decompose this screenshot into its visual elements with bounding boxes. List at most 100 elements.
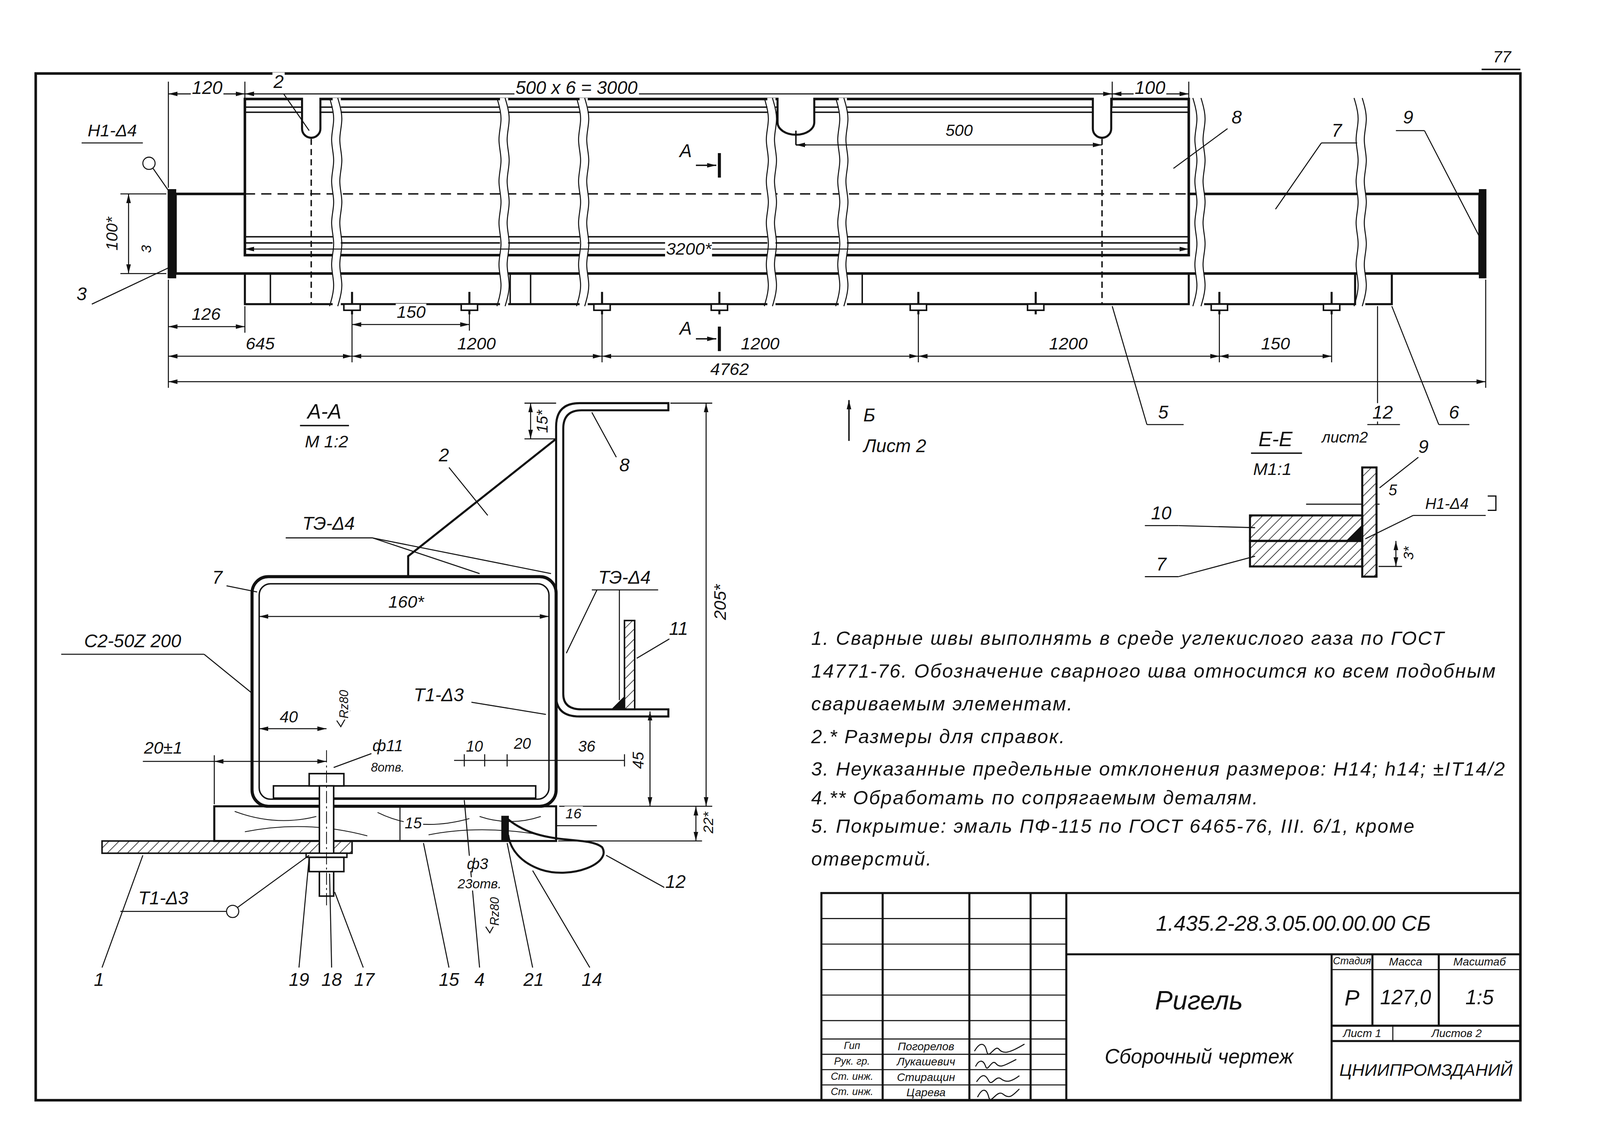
- title-block-cell: ЦНИИПРОМЗДАНИЙ: [1331, 1040, 1521, 1100]
- dimension-lines: [917, 312, 919, 363]
- section-leaders: [636, 638, 670, 659]
- section-dimensions: [142, 760, 215, 762]
- drawing-label: 205*: [711, 583, 730, 621]
- dimension-lines: [120, 81, 1486, 388]
- sheet-frame: [1481, 68, 1521, 71]
- note-text: 3. Неуказанные предельные отклонения раз…: [811, 753, 1507, 786]
- leader-lines: [1112, 306, 1148, 425]
- dimension-lines: [352, 355, 602, 357]
- section-a-a: [259, 583, 549, 800]
- section-e-e: [1144, 575, 1179, 578]
- note-text: 5. Покрытие: эмаль ПФ-115 по ГОСТ 6465-7…: [811, 810, 1516, 876]
- beam-elevation: [245, 235, 1189, 238]
- drawing-label: Б: [862, 406, 877, 425]
- section-a-a: [214, 806, 556, 841]
- title-block: [821, 917, 1067, 919]
- drawing-label: лист2: [1321, 428, 1369, 445]
- title-block: [821, 892, 1521, 1100]
- drawing-label: 9: [1402, 108, 1415, 127]
- drawing-label: 77: [1492, 49, 1513, 66]
- cell-text: Р: [1344, 985, 1360, 1010]
- bolt-symbol: [593, 304, 611, 311]
- section-leaders: [101, 854, 143, 968]
- drawing-label: 645: [244, 335, 276, 353]
- section-leaders: [61, 412, 670, 968]
- drawing-label: 3*: [1400, 545, 1416, 561]
- drawing-label: 17: [352, 970, 376, 989]
- drawing-label: Н1-Δ4: [1424, 495, 1470, 511]
- drawing-label: 22*: [701, 810, 716, 835]
- section-dimensions: [142, 402, 713, 841]
- bolt-symbol: [1323, 291, 1340, 315]
- drawing: [35, 69, 1521, 1100]
- section-e-e: [1379, 457, 1419, 489]
- leader-lines: [1391, 306, 1439, 425]
- dimension-lines: [244, 306, 246, 333]
- title-block: [1330, 954, 1333, 1100]
- dimension-lines: [1111, 81, 1113, 106]
- title-block-cell: 1:5: [1438, 969, 1521, 1026]
- title-block-cell: Стадия: [1331, 954, 1373, 970]
- section-dimensions: [259, 727, 327, 730]
- title-block-cell: Масса: [1372, 954, 1439, 970]
- drawing-label: 3: [138, 243, 154, 254]
- section-leaders: [591, 589, 659, 591]
- leader-lines: [1438, 424, 1470, 426]
- title-block: [821, 1068, 1067, 1070]
- leader-lines: [1321, 142, 1357, 144]
- beam-elevation: [1092, 97, 1112, 138]
- section-e-e: [1376, 503, 1380, 505]
- beam-elevation: [168, 95, 1486, 315]
- title-block-cell: Ст. инж.: [821, 1084, 883, 1100]
- section-dimensions: [555, 754, 557, 767]
- section-leaders: [61, 653, 204, 655]
- section-dimensions: [333, 753, 373, 768]
- beam-elevation: [245, 193, 1189, 195]
- section-markers: [300, 424, 350, 427]
- section-leaders: [591, 412, 617, 457]
- leader-lines: [1275, 142, 1322, 210]
- beam-elevation: [1101, 138, 1103, 305]
- section-leaders: [507, 842, 533, 968]
- section-dimensions: [649, 711, 651, 806]
- drawing-label: А-А: [306, 400, 343, 422]
- section-a-a: [273, 785, 536, 799]
- break-line: [843, 97, 848, 307]
- section-e-e: [1144, 524, 1179, 527]
- section-dimensions: [213, 755, 216, 805]
- title-block-cell: 1.435.2-28.3.05.00.00.00 СБ: [1066, 892, 1521, 955]
- dimension-lines: [245, 248, 1189, 250]
- dimension-lines: [918, 355, 1220, 357]
- title-block: [821, 1053, 1067, 1055]
- bolt-symbol: [910, 291, 927, 315]
- drawing-label: ф11: [371, 737, 405, 755]
- bolt-symbol: [910, 304, 927, 311]
- dimension-lines: [168, 326, 245, 328]
- leader-lines: [81, 93, 1482, 425]
- signature: [974, 1044, 1025, 1055]
- drawing-label: А: [678, 319, 694, 338]
- break-line: [329, 97, 334, 307]
- dimension-lines: [795, 144, 1102, 146]
- bolt-symbol: [343, 304, 361, 311]
- title-block-cell: 127,0: [1372, 969, 1439, 1026]
- dimension-lines: [468, 312, 471, 331]
- title-block-cell: Р: [1331, 969, 1373, 1026]
- bolt-symbol: [1323, 304, 1340, 311]
- note-text: 4.** Обработать по сопрягаемым деталям.: [811, 781, 1260, 815]
- section-leaders: [605, 854, 666, 888]
- drawing-label: 4: [473, 970, 487, 989]
- drawing-label: 12: [1371, 402, 1394, 422]
- section-leaders: [120, 910, 227, 912]
- drawing-label: 120: [190, 78, 224, 98]
- dimension-lines: [351, 312, 353, 363]
- beam-elevation: [1479, 189, 1486, 278]
- beam-elevation: [245, 106, 1189, 108]
- drawing-label: 8: [618, 456, 631, 475]
- bolt-symbol: [711, 304, 728, 311]
- section-a-a: [326, 749, 327, 907]
- section-a-a: [612, 697, 625, 710]
- section-leaders: [285, 537, 373, 539]
- section-leaders: [448, 467, 488, 516]
- drawing-label: 16: [564, 806, 583, 821]
